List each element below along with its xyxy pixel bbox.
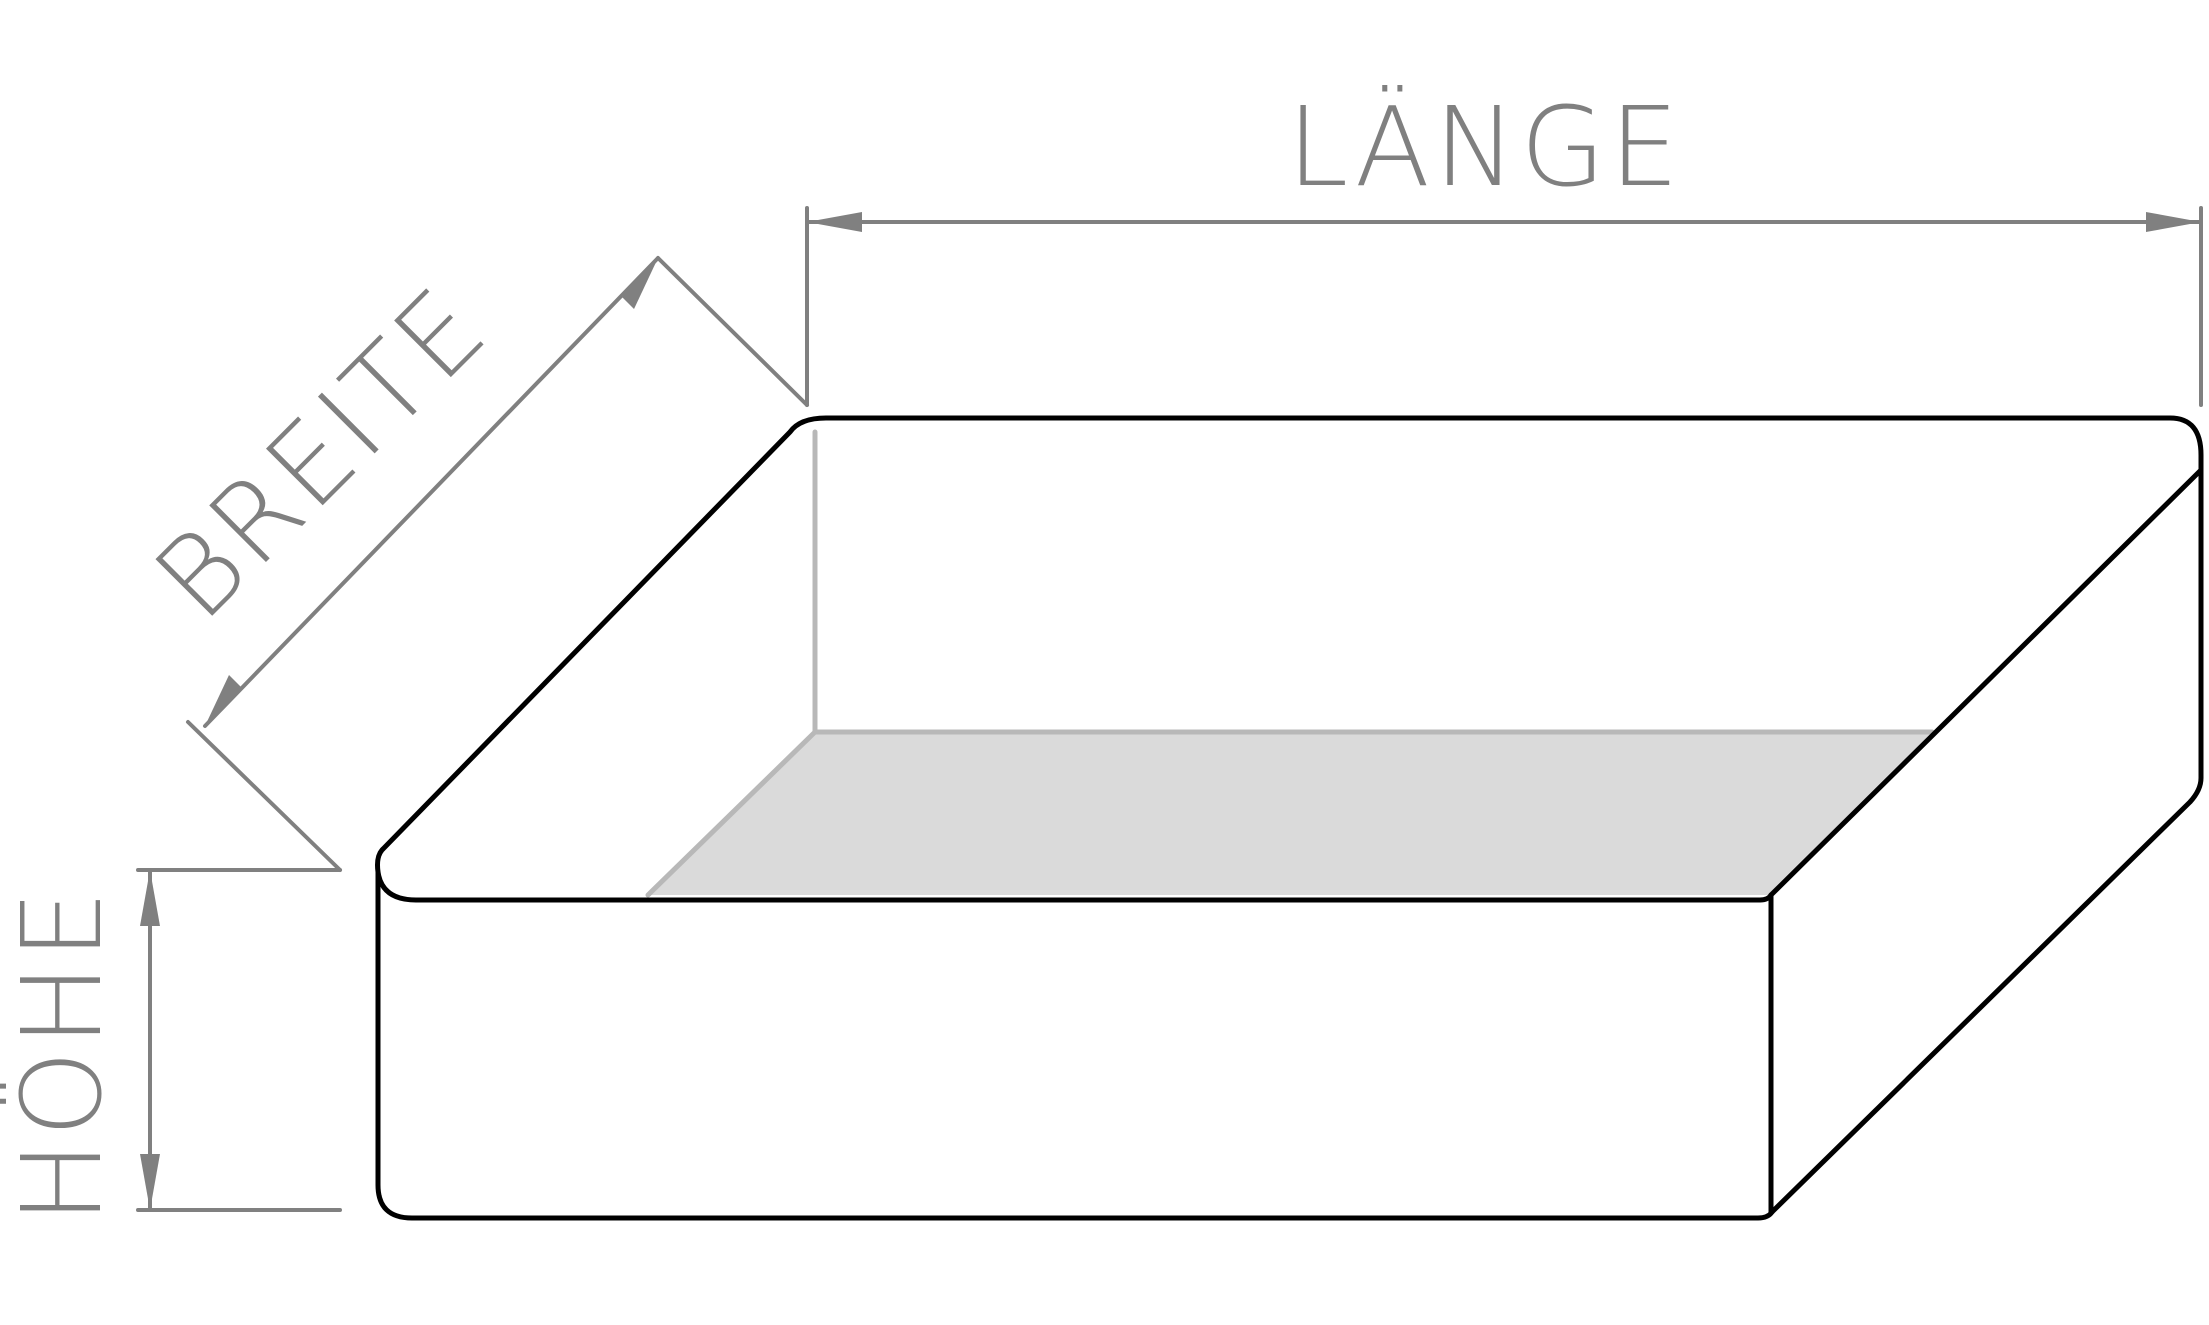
tray-outline: [375, 415, 2204, 1221]
width-extension-bottom: [186, 720, 342, 872]
width-extension-top: [656, 256, 809, 407]
length-dimension: [805, 206, 2203, 407]
width-dimension: [186, 256, 809, 872]
tray-inner-edges: [645, 429, 1935, 898]
height-arrow-bottom: [140, 1154, 160, 1210]
width-label: BREITE: [131, 263, 512, 644]
tray: [375, 415, 2204, 1221]
tray-right-face: [1769, 467, 2204, 1215]
tray-front-face: [375, 869, 1775, 1221]
dimension-labels: LÄNGE BREITE HÖHE: [0, 83, 1683, 1224]
width-dimension-line: [203, 256, 660, 728]
inner-left-floor-edge: [645, 729, 818, 898]
width-arrow-top: [620, 258, 658, 309]
dimensions: [136, 206, 2203, 1212]
length-label: LÄNGE: [1287, 83, 1683, 211]
tray-floor: [648, 732, 1932, 895]
length-arrow-left: [807, 212, 862, 232]
length-arrow-right: [2146, 212, 2201, 232]
height-arrow-top: [140, 870, 160, 926]
height-label: HÖHE: [0, 886, 126, 1224]
width-arrow-bottom: [205, 675, 243, 726]
height-dimension: [136, 868, 342, 1212]
